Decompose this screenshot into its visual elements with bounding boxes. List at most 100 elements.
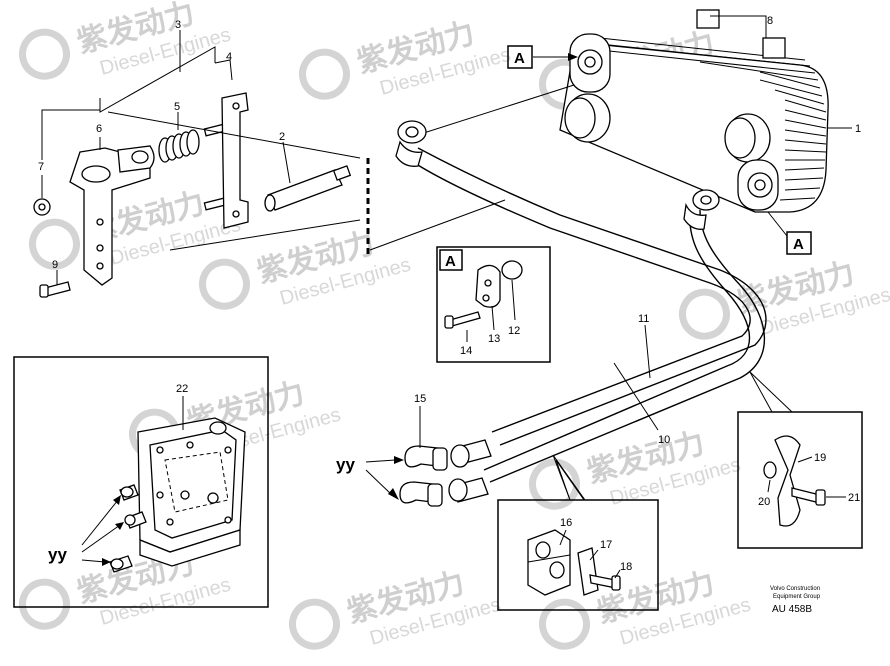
elbow-fitting-15 [404,445,438,468]
rod-2 [267,169,343,211]
leader-line [644,324,651,379]
leader-line [559,529,567,546]
leader-line [214,59,233,81]
cooler-port [584,56,596,68]
watermark-group: 紫发动力 Diesel-Engines [298,16,513,100]
leader-line [613,362,659,431]
watermark-logo [528,458,580,510]
cooler-bracket [696,9,720,29]
bracket-hole [96,262,104,270]
leader-line [81,559,106,563]
o-ring-12 [501,260,523,280]
screw-14 [449,311,481,327]
hose-assembly [395,120,767,507]
callout-13: 13 [488,333,500,345]
section-mark-a-top: A [514,50,525,67]
arrow-head [568,53,578,61]
callout-4: 4 [226,51,232,63]
spring-5 [158,129,200,163]
inset-pointer-line [552,454,586,501]
alignment-line [369,199,506,251]
bracket-19 [774,435,801,527]
valve-bolt-hole [156,491,164,499]
cooler-outlet-bore [724,117,756,159]
watermark-logo [198,258,250,310]
callout-3: 3 [175,19,181,31]
bracket-hole [96,244,104,252]
screw-head [815,489,826,506]
alignment-line [169,219,361,251]
valve-fitting-nut [120,486,134,498]
valve-inset-frame [13,356,269,608]
hose-fitting-bore [700,195,712,205]
callout-2: 2 [279,131,285,143]
rod-end [264,194,276,212]
inset-pointer-line [749,371,793,413]
leader-line [41,109,100,160]
bracket-hole [96,218,104,226]
cooler-port-lower [754,179,766,191]
rod-thread [332,165,352,181]
callout-10: 10 [658,434,670,446]
inset-pointer-line [749,371,773,413]
watermark-group: 紫发动力 Diesel-Engines [678,256,890,340]
watermark-logo [18,578,70,630]
footer-company-line2: Equipment Group [773,594,821,600]
elbow-fitting-nut [432,447,448,471]
inset-pointer [555,459,585,501]
callout-8: 8 [767,15,773,27]
hose-10-outer [489,209,766,483]
valve-bolt-hole [156,446,164,454]
valve-port [180,490,190,500]
watermark-logo [538,598,590,650]
arrow-head [102,558,111,566]
callout-17: 17 [600,539,612,551]
leader-line [614,569,621,579]
leader-line [282,141,291,184]
plate-hole [232,210,240,218]
leader-line [365,459,396,463]
watermark-group: 紫发动力 Diesel-Engines [18,0,233,80]
hose-fitting-nut [683,202,707,230]
callout-20: 20 [758,496,770,508]
callout-21: 21 [848,492,860,504]
hose-nut-10 [448,478,468,502]
callout-7: 7 [38,161,44,173]
callout-6: 6 [96,123,102,135]
callout-15: 15 [414,393,426,405]
oil-cooler [559,9,829,213]
valve-plate-edge [139,529,241,567]
inset-a-frame [436,246,551,363]
nut-bore [38,203,46,211]
arrow-head [394,456,404,464]
callout-11: 11 [638,313,649,325]
valve-block-22 [109,417,246,573]
yy-label-hoses: yy [336,455,355,474]
alignment-line [107,111,361,159]
footer-company-line1: Volvo Construction [770,586,820,592]
valve-bolt-hole [224,446,232,454]
callout-1: 1 [855,123,861,135]
leader-line [797,456,813,463]
clamp-hole [484,279,492,287]
tube-end [131,150,149,164]
spacer-20 [763,461,777,479]
leader-line [589,549,599,561]
cooler-bracket [762,37,786,59]
watermark-logo [288,598,340,650]
elbow-fitting-nut [427,483,443,507]
leader-line [767,211,788,237]
leader-line [767,479,771,493]
valve-fitting-nut [110,558,124,570]
bracket-hole [81,165,111,183]
valve-bolt-hole [224,516,232,524]
arrow-head [115,522,124,530]
callout-16: 16 [560,517,572,529]
arrow-head [113,495,121,505]
yy-label-valve: yy [48,545,67,564]
bracket-inset-frame [737,411,863,549]
leader-line [81,499,119,546]
screw-head [39,284,49,298]
